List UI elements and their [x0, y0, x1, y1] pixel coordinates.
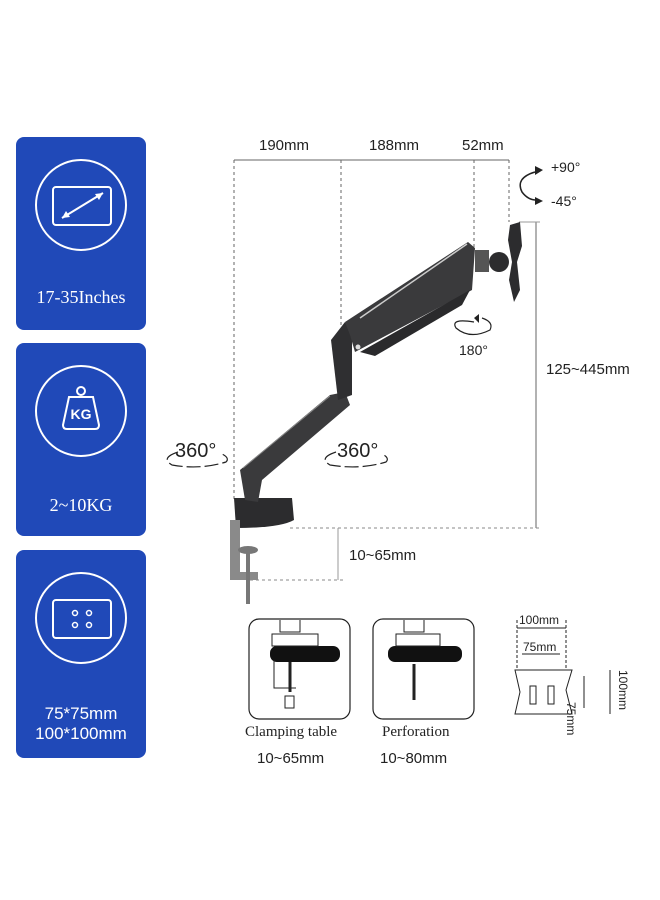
- weight-label: 2~10KG: [49, 495, 113, 515]
- vesa-holes-icon: [35, 572, 127, 664]
- desk-thickness-label: 10~65mm: [349, 547, 417, 564]
- vesa-inner-height: 75mm: [564, 702, 578, 736]
- dim-52: 52mm: [462, 137, 504, 154]
- clamp-mount-range: 10~65mm: [257, 750, 325, 767]
- vesa-inner-width: 75mm: [523, 640, 557, 654]
- dim-188: 188mm: [369, 137, 420, 154]
- grommet-mount-range: 10~80mm: [380, 750, 448, 767]
- swivel-base-label: 360°: [175, 440, 217, 462]
- swivel-mid-label: 360°: [337, 440, 379, 462]
- tilt-up-label: +90°: [551, 159, 581, 175]
- tilt-down-label: -45°: [551, 193, 577, 209]
- weight-kg-icon: KG: [35, 365, 127, 457]
- height-range-label: 125~445mm: [546, 361, 630, 378]
- screen-diagonal-icon: [35, 159, 127, 251]
- feature-card-vesa: 75*75mm 100*100mm: [16, 550, 146, 758]
- vesa-outer-height: 100mm: [616, 670, 630, 711]
- vesa-label-100: 100*100mm: [35, 724, 127, 743]
- feature-card-screen-size: 17-35Inches: [16, 137, 146, 330]
- svg-text:KG: KG: [71, 406, 92, 422]
- vesa-label-75: 75*75mm: [44, 704, 118, 723]
- vesa-outer-width: 100mm: [519, 613, 560, 627]
- dim-190: 190mm: [259, 137, 310, 154]
- clamp-mount-title: Clamping table: [245, 724, 338, 740]
- rotate-label: 180°: [459, 342, 488, 358]
- screen-size-label: 17-35Inches: [36, 287, 126, 307]
- grommet-mount-title: Perforation: [382, 724, 450, 740]
- feature-card-weight: KG 2~10KG: [16, 343, 146, 536]
